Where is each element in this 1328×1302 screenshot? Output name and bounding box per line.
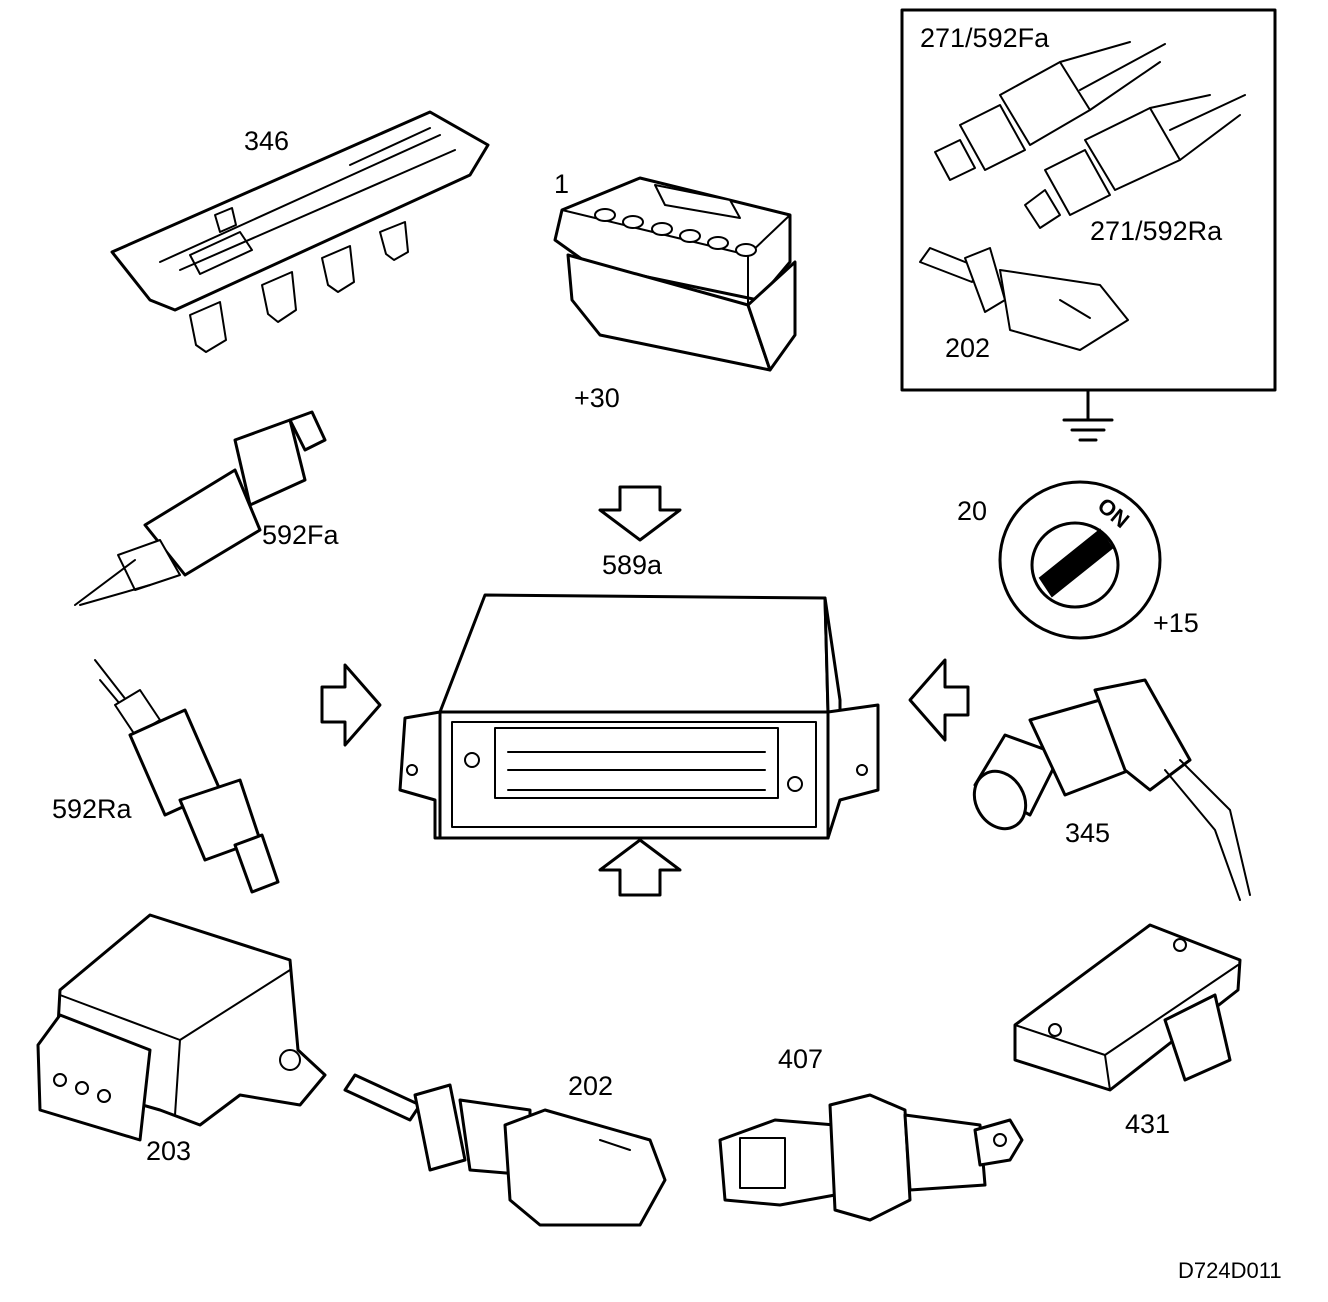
label-battery-terminal: +30 [574,383,620,413]
label-inset-temp-sensor: 202 [945,333,990,363]
label-pressure-sensor: 431 [1125,1109,1170,1139]
pressure-sensor-drawing [1013,923,1242,1092]
rear-o2-sensor-drawing [94,659,280,894]
inset-temp-sensor-drawing [919,247,1129,351]
arrow-up-from-bottom [598,838,682,897]
arrow-down-from-battery [598,485,682,542]
ground-symbol [1062,388,1114,442]
arrow-right-from-left [320,663,382,747]
ignition-cassette-drawing [110,110,490,353]
front-o2-sensor-drawing [74,410,327,606]
label-front-o2-sensor: 592Fa [262,520,340,550]
throttle-sensor-drawing [36,913,327,1142]
label-throttle-sensor: 203 [146,1136,191,1166]
temp-sender-drawing [718,1093,1024,1222]
label-temp-sender: 407 [778,1044,823,1074]
crank-sensor-drawing [972,678,1251,901]
label-control-module: 589a [602,550,663,580]
battery-drawing [553,176,797,372]
label-inset-rear-o2: 271/592Ra [1090,216,1223,246]
drawing-code: D724D011 [1178,1258,1282,1283]
label-coolant-sensor: 202 [568,1071,613,1101]
label-ignition-terminal: +15 [1153,608,1199,638]
label-ignition-cassette: 346 [244,126,289,156]
control-module-drawing [398,593,880,840]
label-ignition-switch: 20 [957,496,987,526]
label-rear-o2-sensor: 592Ra [52,794,133,824]
ignition-switch-drawing [998,480,1162,640]
connector-pins [507,751,766,791]
arrow-left-from-right [908,658,970,742]
label-crank-sensor: 345 [1065,818,1110,848]
inset-rear-o2-drawing [1024,94,1246,229]
coolant-sensor-drawing [343,1073,667,1227]
label-inset-front-o2: 271/592Fa [920,23,1050,53]
label-battery: 1 [554,169,569,199]
inset-front-o2-drawing [934,41,1166,181]
